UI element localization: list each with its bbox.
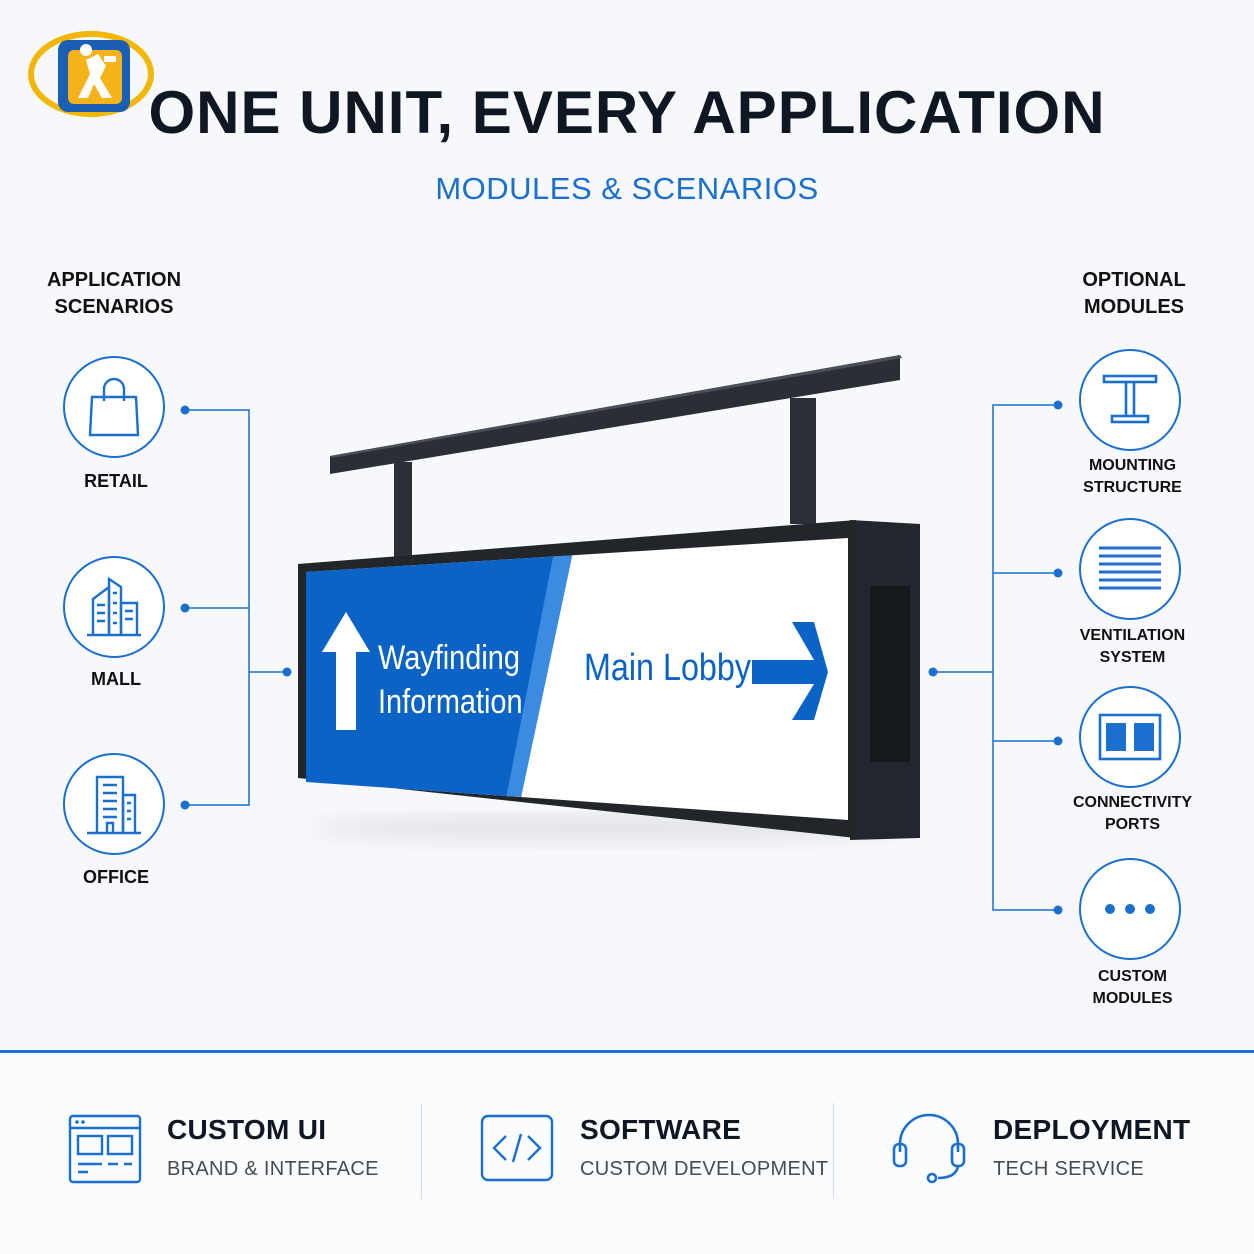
code-brackets-icon [480, 1114, 554, 1182]
custom-modules-label: CUSTOM MODULES [1060, 966, 1205, 1010]
retail-icon-circle [63, 356, 165, 458]
feature-custom-ui-title: CUSTOM UI [167, 1114, 327, 1145]
page-subtitle: MODULES & SCENARIOS [435, 171, 819, 206]
ventilation-label-line1: VENTILATION [1079, 627, 1186, 644]
mount-beam-icon [1102, 374, 1158, 424]
ports-icon [1098, 713, 1162, 761]
display-left-text: Wayfinding Information [378, 636, 523, 724]
up-arrow-icon [322, 612, 370, 730]
display-unit [298, 355, 920, 842]
office-building-icon [87, 775, 141, 835]
connectivity-icon-circle [1079, 686, 1181, 788]
custom-modules-icon-circle [1079, 858, 1181, 960]
right-heading-line2: MODULES [1084, 296, 1184, 318]
display-right-text: Main Lobby [584, 647, 751, 689]
ventilation-icon-circle [1079, 518, 1181, 620]
right-column-heading: OPTIONAL MODULES [1054, 267, 1214, 321]
feature-deployment-subtitle: TECH SERVICE [993, 1158, 1145, 1180]
feature-deployment-title: DEPLOYMENT [993, 1114, 1191, 1145]
vent-grille-icon [1099, 546, 1161, 590]
mall-label: MALL [91, 669, 141, 689]
feature-custom-ui-subtitle: BRAND & INTERFACE [167, 1158, 379, 1180]
feature-software-title: SOFTWARE [580, 1114, 742, 1145]
ui-layout-icon [68, 1114, 142, 1184]
connectivity-label: CONNECTIVITY PORTS [1060, 792, 1205, 836]
connectivity-label-line2: PORTS [1104, 816, 1161, 833]
brand-logo [28, 26, 154, 120]
mounting-label-line1: MOUNTING [1088, 457, 1177, 474]
right-heading-line1: OPTIONAL [1082, 269, 1186, 291]
mall-building-icon [87, 576, 141, 637]
feature-software-subtitle: CUSTOM DEVELOPMENT [580, 1158, 829, 1180]
mounting-icon-circle [1079, 349, 1181, 451]
custom-modules-label-line2: MODULES [1092, 990, 1173, 1007]
mall-icon-circle [63, 556, 165, 658]
mounting-label-line2: STRUCTURE [1083, 479, 1182, 496]
retail-label: RETAIL [84, 471, 148, 491]
ventilation-label-line2: SYSTEM [1099, 649, 1166, 666]
custom-modules-label-line1: CUSTOM [1097, 968, 1168, 985]
deployment-icon-wrap [890, 1112, 968, 1189]
office-label: OFFICE [83, 867, 149, 887]
display-left-line1: Wayfinding [378, 639, 520, 677]
left-column-heading: APPLICATION SCENARIOS [34, 267, 194, 321]
right-arrow-icon [752, 622, 828, 720]
headset-icon [892, 1113, 966, 1184]
office-icon-circle [63, 753, 165, 855]
footer-separator [421, 1103, 422, 1199]
page-title: ONE UNIT, EVERY APPLICATION [148, 79, 1106, 146]
software-icon-wrap [480, 1114, 554, 1187]
footer-separator [833, 1103, 834, 1199]
footer-divider-line [0, 1050, 1254, 1053]
mounting-label: MOUNTING STRUCTURE [1060, 455, 1205, 499]
custom-ui-icon-wrap [68, 1114, 142, 1189]
more-dots-icon [1105, 904, 1155, 914]
connectivity-label-line1: CONNECTIVITY [1072, 794, 1193, 811]
left-heading-line2: SCENARIOS [54, 296, 174, 318]
brand-logo-icon [28, 31, 154, 117]
ventilation-label: VENTILATION SYSTEM [1060, 625, 1205, 669]
display-left-line2: Information [378, 683, 523, 721]
shopping-bag-icon [88, 377, 140, 437]
left-heading-line1: APPLICATION [46, 269, 182, 291]
footer [0, 1053, 1254, 1254]
